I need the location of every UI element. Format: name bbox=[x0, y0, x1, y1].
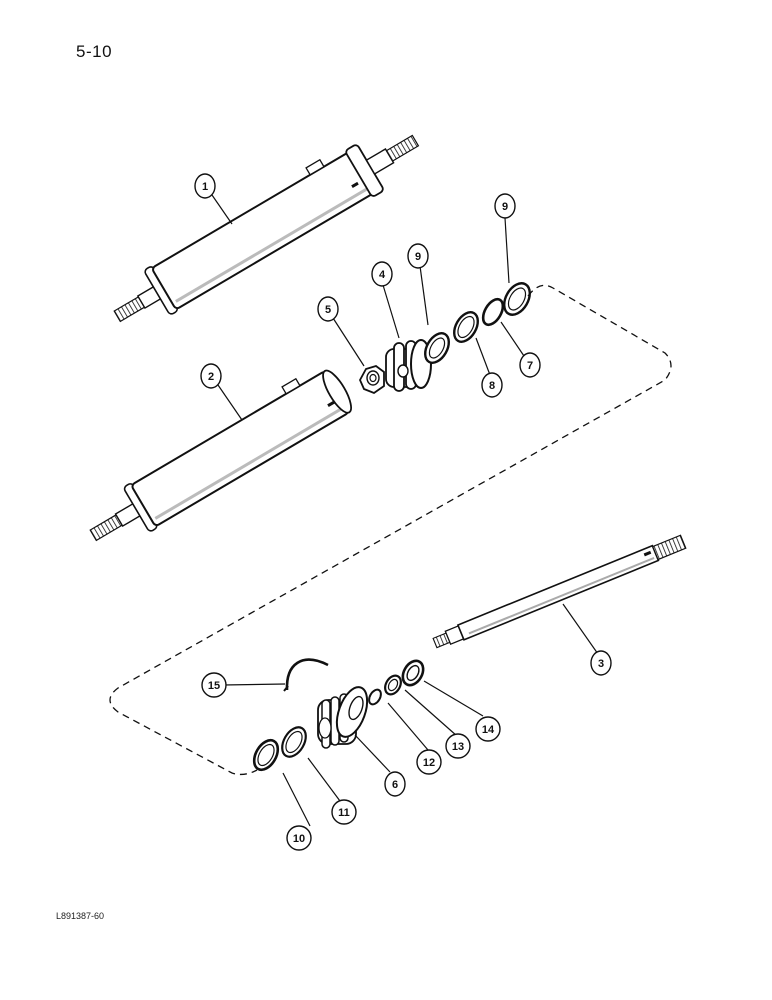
callout-7: 7 bbox=[519, 352, 541, 378]
o-ring-12 bbox=[368, 688, 382, 706]
callout-2: 2 bbox=[200, 363, 222, 389]
callout-1: 1 bbox=[194, 173, 216, 199]
wear-ring-8 bbox=[453, 311, 479, 343]
cylinder-barrel-lower bbox=[89, 369, 352, 542]
callout-4-label: 4 bbox=[379, 269, 386, 281]
callout-1-label: 1 bbox=[202, 181, 208, 193]
page-number: 5-10 bbox=[76, 42, 113, 61]
piston-rod bbox=[432, 534, 687, 649]
callout-5-label: 5 bbox=[325, 304, 331, 316]
callout-12-label: 12 bbox=[423, 757, 435, 769]
callout-8: 8 bbox=[481, 372, 503, 398]
snap-ring-10 bbox=[252, 738, 280, 772]
callout-2-label: 2 bbox=[208, 371, 214, 383]
callout-9-inner: 9 bbox=[407, 243, 429, 269]
gland bbox=[317, 686, 369, 749]
callout-3-label: 3 bbox=[598, 658, 604, 670]
callout-9-outer-label: 9 bbox=[502, 201, 508, 213]
callout-11: 11 bbox=[331, 799, 357, 825]
callout-6: 6 bbox=[384, 771, 406, 797]
callout-7-label: 7 bbox=[527, 360, 533, 372]
callout-9-outer: 9 bbox=[494, 193, 516, 219]
callout-13-label: 13 bbox=[452, 741, 464, 753]
backup-ring-13 bbox=[384, 674, 402, 696]
callout-15: 15 bbox=[201, 672, 227, 698]
callout-10: 10 bbox=[286, 825, 312, 851]
leader-lines bbox=[211, 194, 599, 827]
seal-ring-9-outer bbox=[503, 282, 531, 316]
callout-14: 14 bbox=[475, 716, 501, 742]
callout-9-inner-label: 9 bbox=[415, 251, 421, 263]
wear-ring-11 bbox=[281, 726, 307, 758]
callout-5: 5 bbox=[317, 296, 339, 322]
piston-nut bbox=[358, 365, 385, 395]
piston bbox=[385, 339, 432, 392]
callout-14-label: 14 bbox=[482, 724, 495, 736]
retaining-wire-15 bbox=[283, 658, 329, 692]
callout-12: 12 bbox=[416, 749, 442, 775]
snap-ring-7 bbox=[481, 297, 505, 327]
callout-6-label: 6 bbox=[392, 779, 398, 791]
seal-ring-9-inner bbox=[424, 332, 450, 364]
callout-8-label: 8 bbox=[489, 380, 495, 392]
callout-15-label: 15 bbox=[208, 680, 220, 692]
rod-wiper-14 bbox=[401, 659, 425, 687]
callout-3: 3 bbox=[590, 650, 612, 676]
callout-13: 13 bbox=[445, 733, 471, 759]
callout-10-label: 10 bbox=[293, 833, 305, 845]
cylinder-barrel-upper bbox=[113, 134, 420, 323]
callout-4: 4 bbox=[371, 261, 393, 287]
figure-code: L891387-60 bbox=[56, 911, 105, 921]
callout-11-label: 11 bbox=[338, 807, 350, 819]
